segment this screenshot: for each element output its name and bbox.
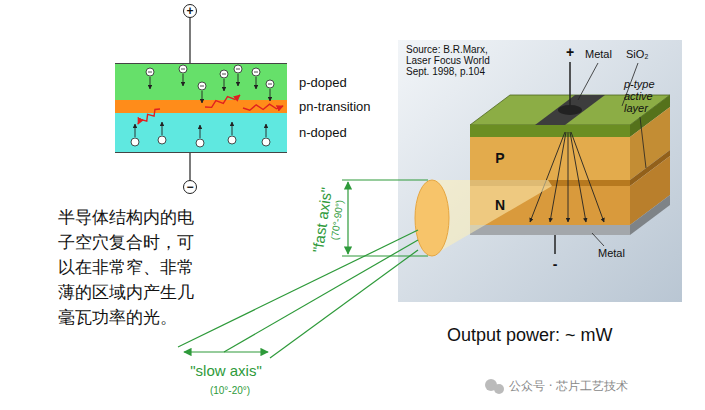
holes <box>200 125 201 138</box>
laser-beam <box>415 180 449 256</box>
axis-dimensions <box>224 240 418 352</box>
laser-chip <box>558 105 582 115</box>
description-text: 半导体结构内的电子空穴复合时，可以在非常窄、非常薄的区域内产生几毫瓦功率的光。 <box>58 205 210 330</box>
electrons <box>270 89 271 101</box>
laser-chip <box>569 62 571 105</box>
electrons <box>146 68 154 76</box>
laser-chip <box>530 132 565 222</box>
terminal-wires <box>189 17 190 63</box>
n-layer-label: N <box>495 197 505 213</box>
photon-emission <box>138 109 160 124</box>
holes <box>162 122 163 135</box>
electrons <box>179 65 187 73</box>
holes <box>158 136 166 144</box>
terminal-minus: - <box>553 256 558 272</box>
holes <box>131 138 139 146</box>
laser-chip <box>550 132 566 222</box>
metal-label: Metal <box>598 247 625 259</box>
axis-dimensions <box>342 255 428 256</box>
holes <box>196 139 204 147</box>
photon-emission <box>205 95 240 107</box>
electrons <box>146 65 274 103</box>
holes <box>232 122 233 135</box>
electrons <box>220 70 228 78</box>
terminal-plus: + <box>566 44 574 60</box>
band-label: n-doped <box>299 125 347 140</box>
watermark-icon <box>494 384 504 394</box>
holes <box>228 136 236 144</box>
watermark-icon <box>485 379 504 394</box>
photon-emission <box>243 104 283 110</box>
laser-chip <box>571 132 604 222</box>
holes <box>266 124 267 137</box>
terminal-wires <box>184 5 197 18</box>
electrons <box>252 68 260 76</box>
electrons <box>238 74 239 86</box>
electrons <box>254 72 258 73</box>
terminal-plus: + <box>186 4 193 18</box>
electrons <box>202 91 203 103</box>
axis-dimensions <box>178 180 428 358</box>
metal-label: Metal <box>585 48 612 60</box>
source-note: Source: B.R.Marx, Laser Focus World Sept… <box>406 44 501 77</box>
watermark: 公众号 · 芯片工艺技术 <box>509 378 628 395</box>
laser-chip <box>470 137 630 180</box>
p-layer-label: P <box>495 150 504 166</box>
leader-lines <box>592 233 604 246</box>
holes <box>262 138 270 146</box>
electrons <box>266 80 274 88</box>
axis-dimensions <box>342 179 428 180</box>
electrons <box>148 72 152 73</box>
laser-photo-panel <box>398 40 682 302</box>
band-label: p-doped <box>299 75 347 90</box>
laser-chip <box>570 132 586 222</box>
holes <box>131 122 270 147</box>
oxide-label: SiO₂ <box>626 48 649 60</box>
power-note: Output power: ~ mW <box>447 325 613 346</box>
terminal-wires <box>184 181 197 194</box>
terminal-wires <box>189 152 190 181</box>
angle-label: (10°-20°) <box>210 385 250 396</box>
photon-emission <box>138 95 283 124</box>
axis-dimensions <box>347 182 348 254</box>
electrons <box>268 84 272 85</box>
laser-beam <box>432 180 552 256</box>
electrons <box>256 77 257 89</box>
electrons <box>198 82 206 90</box>
laser-chip <box>530 132 604 222</box>
electrons <box>183 74 184 86</box>
doped-band: pn-transition <box>115 100 287 113</box>
laser-chip <box>470 225 630 235</box>
electrons <box>234 65 242 73</box>
electrons <box>222 74 226 75</box>
band-label: pn-transition <box>299 99 371 114</box>
axis-dimensions <box>184 351 268 352</box>
terminal-minus: − <box>186 180 193 194</box>
electrons <box>181 69 185 70</box>
electrons <box>236 69 240 70</box>
axis-label: "slow axis" <box>190 362 262 379</box>
laser-chip <box>470 125 630 137</box>
active-layer-label: p-type active layer <box>624 78 676 114</box>
leader-lines <box>578 63 598 100</box>
electrons <box>224 79 225 91</box>
laser-chip <box>568 132 569 222</box>
laser-chip <box>630 195 670 235</box>
axis-dimensions <box>270 250 418 358</box>
electrons <box>200 86 204 87</box>
leader-lines <box>640 117 646 168</box>
laser-photo-panel <box>398 40 682 302</box>
axis-dimensions <box>178 230 418 347</box>
holes <box>135 124 136 137</box>
laser-beam <box>415 180 552 256</box>
electrons <box>150 77 151 89</box>
laser-chip <box>554 235 556 254</box>
